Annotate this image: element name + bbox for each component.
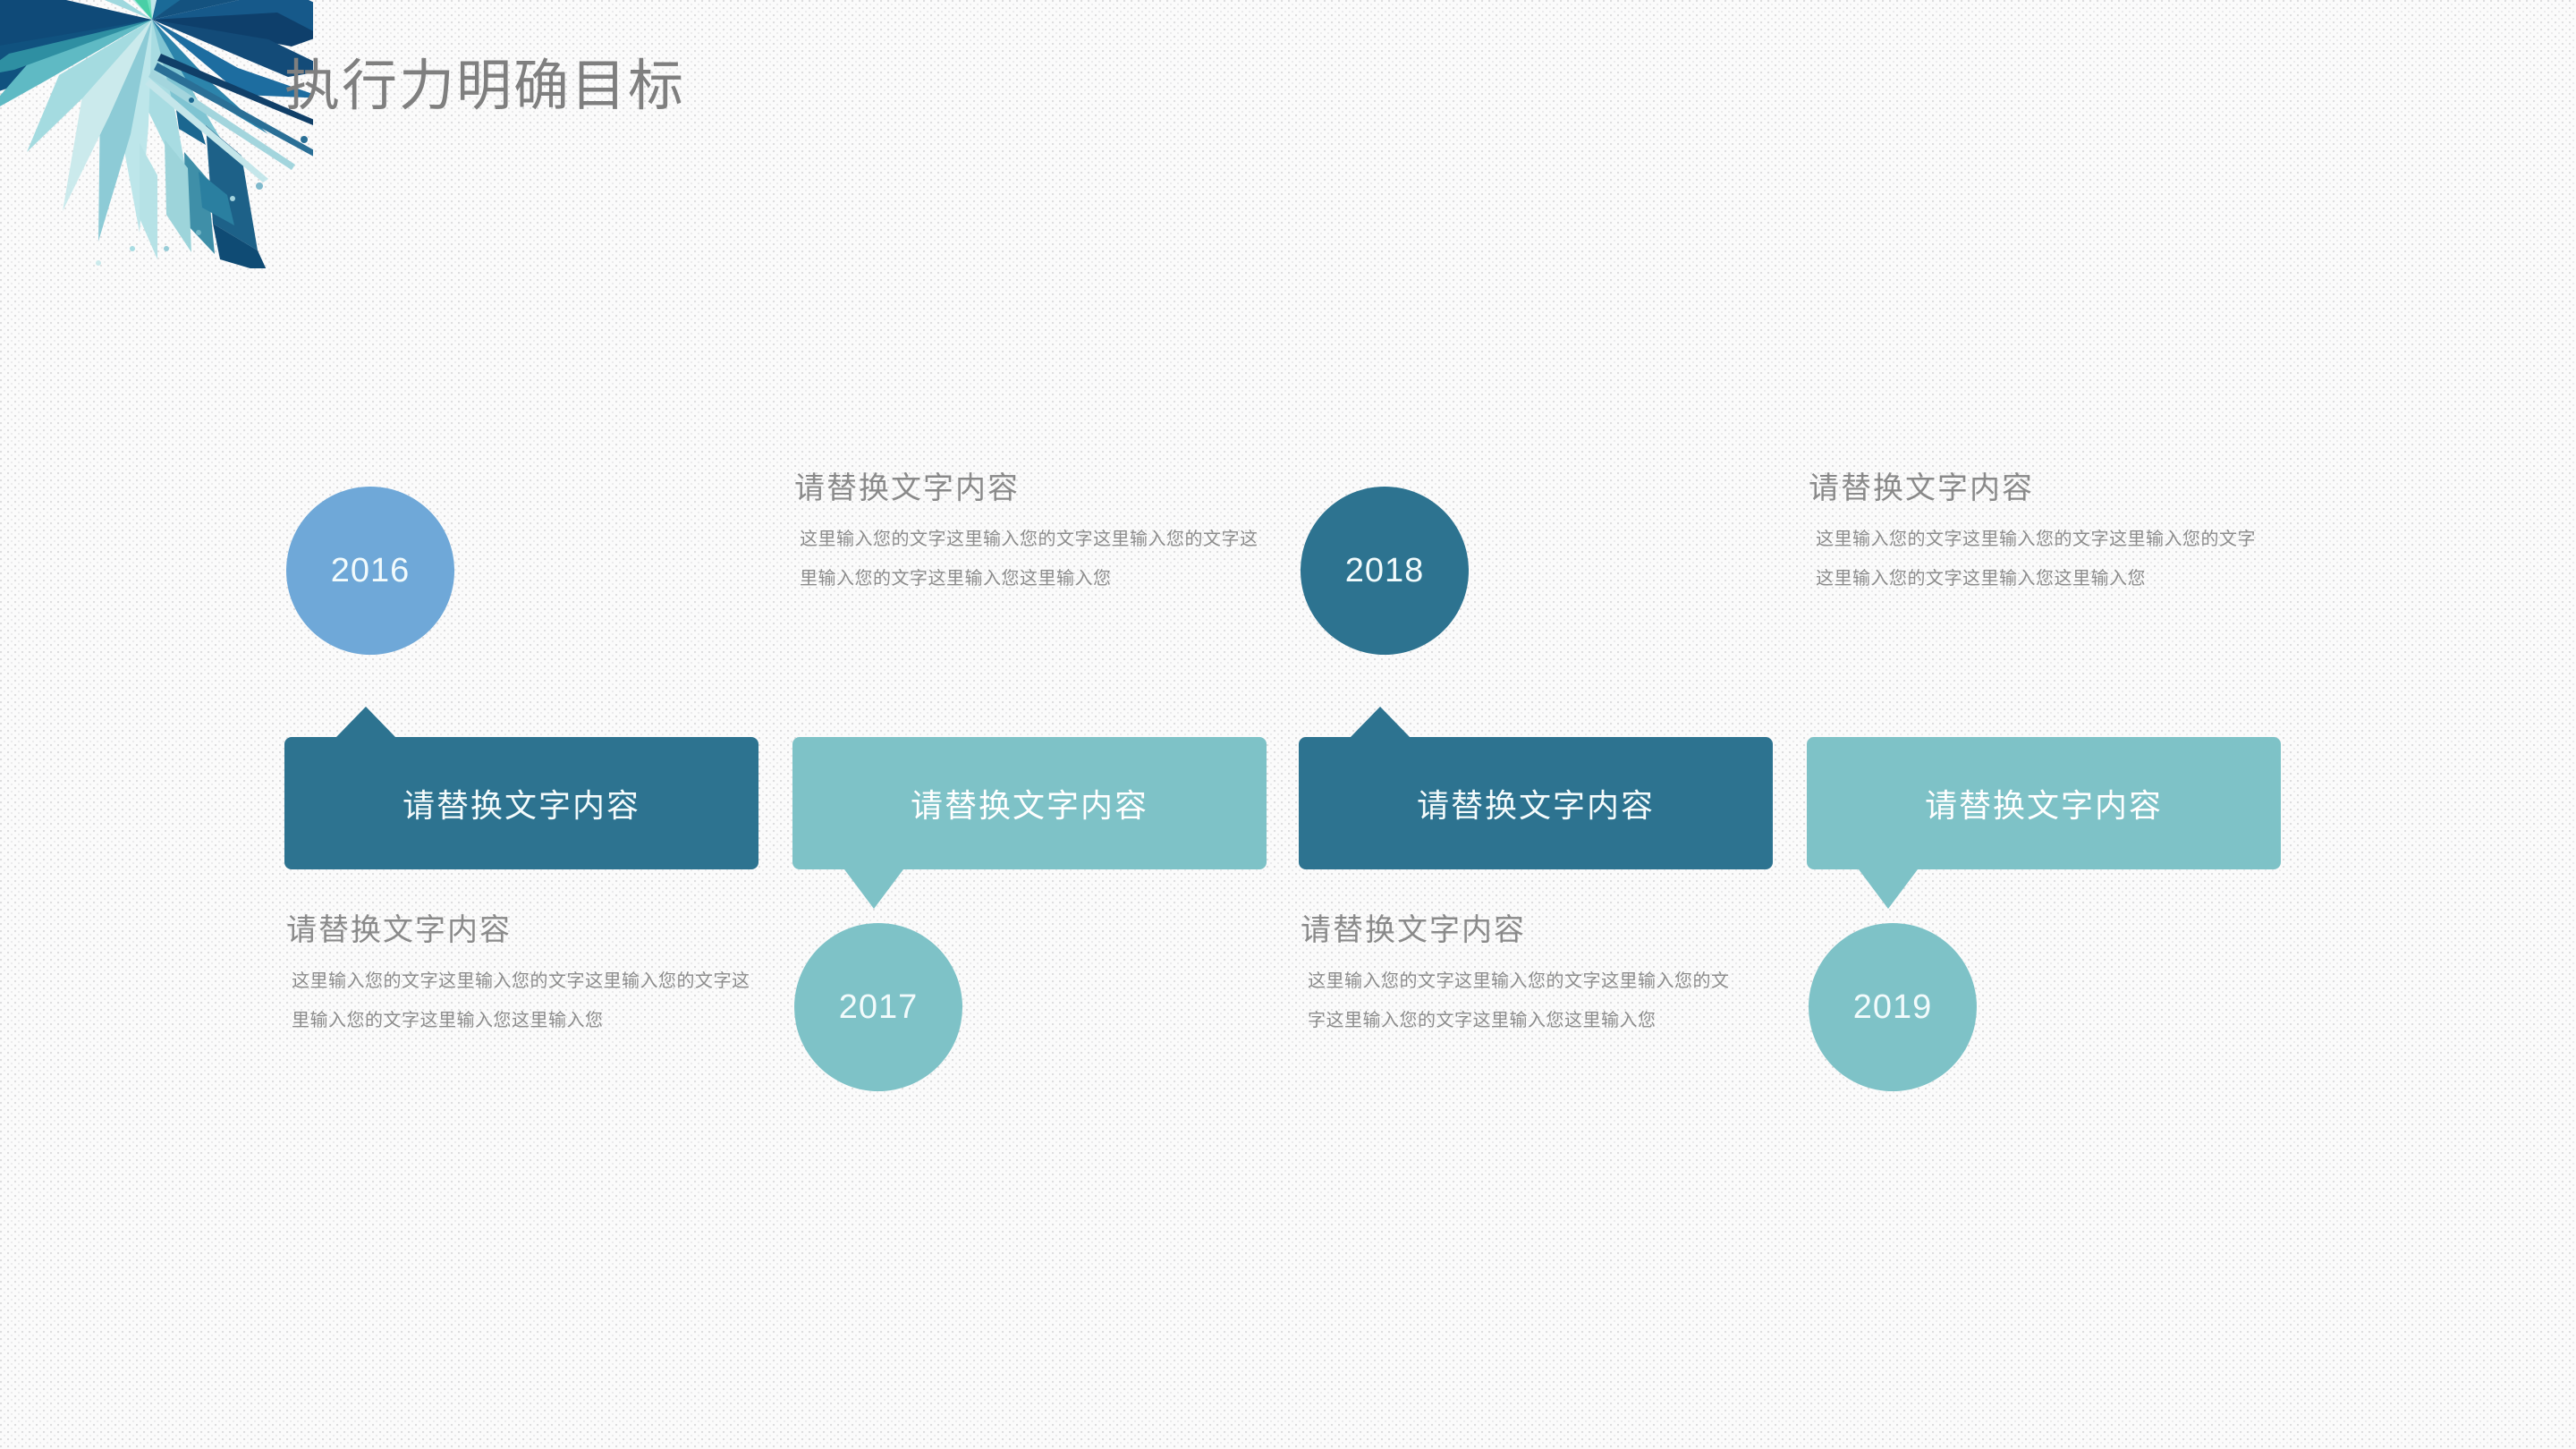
description-block-2019: 请替换文字内容 这里输入您的文字这里输入您的文字这里输入您的文字这里输入您的文字… [1809,470,2292,598]
callout-label: 请替换文字内容 [1416,787,1655,824]
callout-tail-down-icon [1859,869,1918,909]
timeline-column-2019: 请替换文字内容 这里输入您的文字这里输入您的文字这里输入您的文字这里输入您的文字… [1807,471,2326,1127]
year-circle-2017[interactable]: 2017 [794,923,962,1091]
callout-label: 请替换文字内容 [402,787,640,824]
description-heading: 请替换文字内容 [286,913,512,947]
callout-label: 请替换文字内容 [910,787,1148,824]
description-heading: 请替换文字内容 [1809,471,2034,505]
year-circle-2016[interactable]: 2016 [286,487,454,655]
year-label: 2016 [330,551,411,589]
description-body: 这里输入您的文字这里输入您的文字这里输入您的文字这里输入您的文字这里输入您这里输… [800,529,1258,589]
year-label: 2019 [1852,987,1933,1026]
year-label: 2018 [1344,551,1425,589]
timeline-column-2017: 请替换文字内容 这里输入您的文字这里输入您的文字这里输入您的文字这里输入您的文字… [792,471,1311,1127]
timeline-column-2018: 2018 请替换文字内容 请替换文字内容 这里输入您的文字这里输入您的文字这里输… [1299,483,1818,1127]
year-circle-2019[interactable]: 2019 [1809,923,1977,1091]
description-body: 这里输入您的文字这里输入您的文字这里输入您的文字这里输入您的文字这里输入您这里输… [292,970,750,1030]
abstract-splash-burst-icon [0,0,313,268]
description-body: 这里输入您的文字这里输入您的文字这里输入您的文字这里输入您的文字这里输入您这里输… [1816,529,2256,589]
description-body: 这里输入您的文字这里输入您的文字这里输入您的文字这里输入您的文字这里输入您这里输… [1308,970,1730,1030]
description-block-2016: 请替换文字内容 这里输入您的文字这里输入您的文字这里输入您的文字这里输入您的文字… [286,912,769,1040]
description-heading: 请替换文字内容 [1301,913,1526,947]
description-block-2017: 请替换文字内容 这里输入您的文字这里输入您的文字这里输入您的文字这里输入您的文字… [794,470,1277,598]
year-circle-2018[interactable]: 2018 [1301,487,1469,655]
callout-box-2019[interactable]: 请替换文字内容 [1807,737,2281,909]
page-title: 执行力明确目标 [284,55,686,117]
callout-tail-up-icon [1351,707,1410,737]
callout-box-2017[interactable]: 请替换文字内容 [792,737,1267,909]
callout-box-2016[interactable]: 请替换文字内容 [284,707,758,869]
year-label: 2017 [838,987,919,1026]
callout-tail-down-icon [844,869,903,909]
callout-label: 请替换文字内容 [1924,787,2163,824]
description-block-2018: 请替换文字内容 这里输入您的文字这里输入您的文字这里输入您的文字这里输入您的文字… [1301,912,1784,1040]
callout-box-2018[interactable]: 请替换文字内容 [1299,707,1773,869]
callout-tail-up-icon [336,707,395,737]
timeline-column-2016: 2016 请替换文字内容 请替换文字内容 这里输入您的文字这里输入您的文字这里输… [284,483,803,1127]
description-heading: 请替换文字内容 [794,471,1020,505]
